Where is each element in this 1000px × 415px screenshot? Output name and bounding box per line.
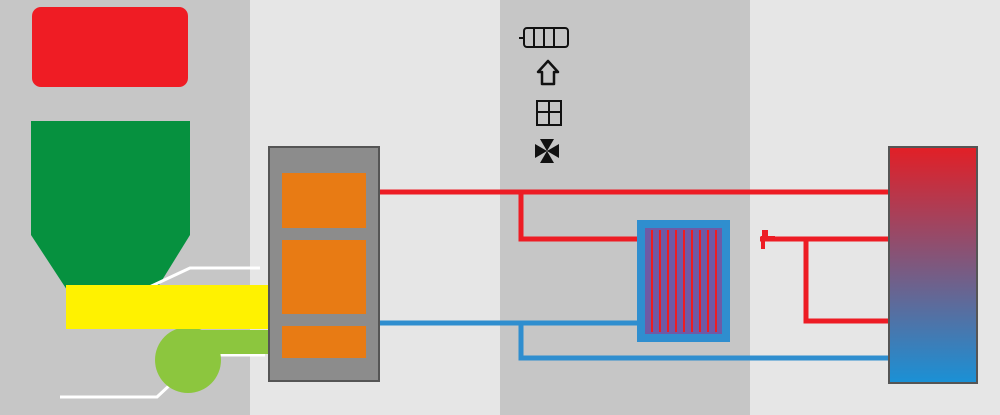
cold-return-pipes [378,320,890,361]
window-icon [536,100,562,126]
fan-icon [535,139,559,163]
hot-supply-pipes [378,189,890,324]
heat-exchanger-coil [651,230,717,332]
hot-water-tank [888,146,978,384]
boiler-middle-chamber [282,240,366,314]
boiler-upper-chamber [282,173,366,228]
fan-motor-duct [188,330,270,354]
radiator-icon [519,27,569,48]
control-wire-top [142,266,260,292]
panel-heating-circuit [500,0,750,415]
fuel-container-lid [32,7,188,87]
house-icon [536,59,560,86]
feed-auger [66,285,270,329]
fuel-hopper [31,121,190,290]
hot-water-tap-icon [761,230,775,249]
boiler-ash-chamber [282,326,366,358]
